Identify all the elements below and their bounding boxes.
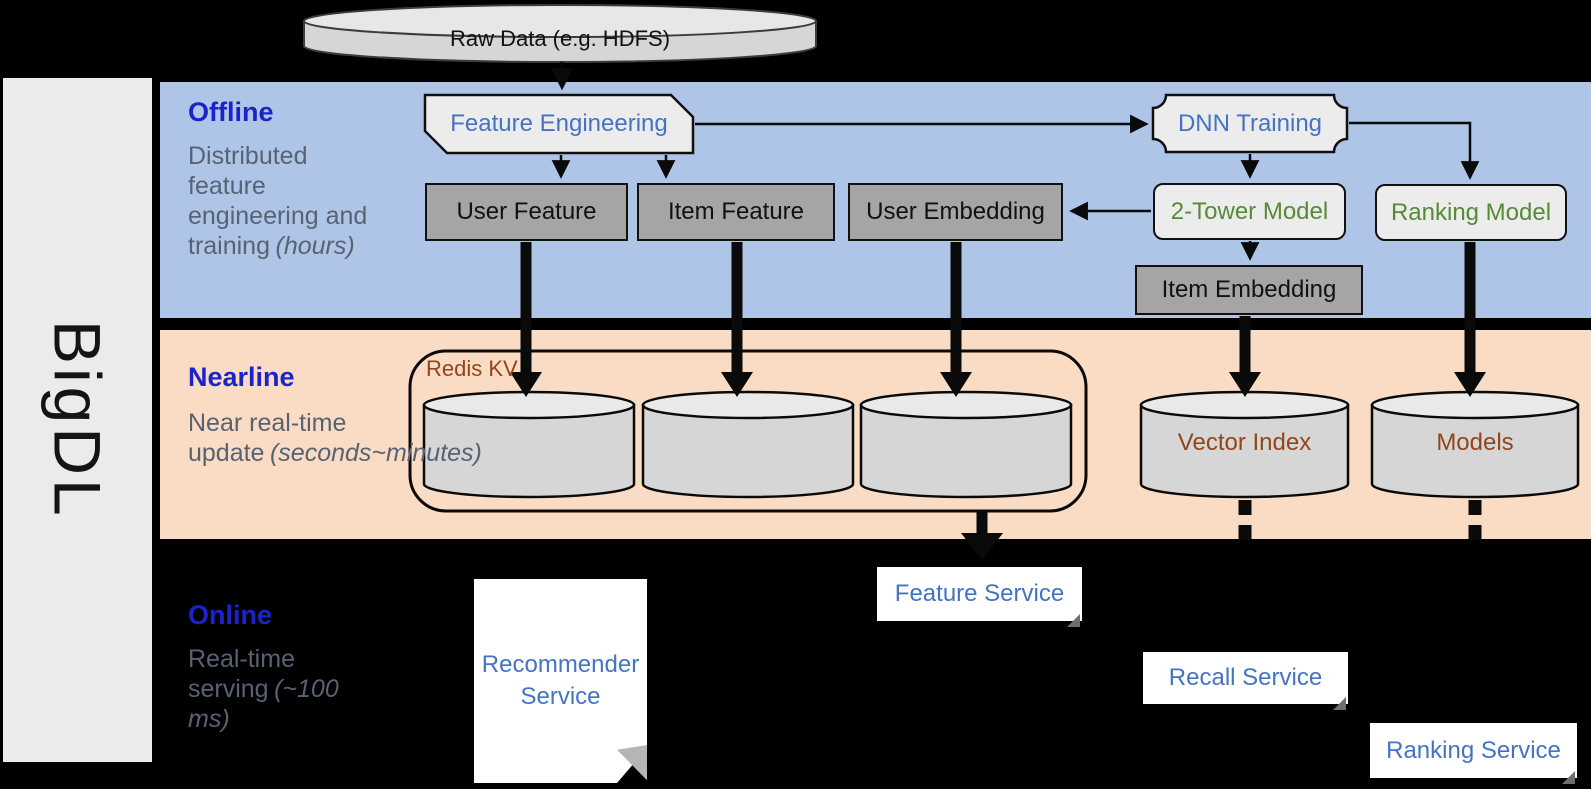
- redis-cylinder-3: [859, 390, 1073, 499]
- offline-section-title: Offline: [188, 97, 274, 127]
- two-tower-model-box: 2-Tower Model: [1153, 183, 1346, 240]
- redis-kv-label: Redis KV: [426, 356, 518, 381]
- recall-service-label: Recall Service: [1168, 664, 1323, 691]
- models-label: Models: [1436, 429, 1514, 456]
- raw-data-cylinder: [303, 4, 817, 63]
- ranking-model-box: Ranking Model: [1375, 184, 1567, 241]
- feature-engineering-label: Feature Engineering: [450, 110, 668, 137]
- arrow-redis-to-feature-service: [961, 511, 1003, 560]
- feature-engineering-shape: [423, 93, 695, 155]
- ranking-service-box: Ranking Service: [1370, 723, 1577, 784]
- recommender-service-label: Recommender Service: [481, 651, 640, 710]
- nearline-section-title: Nearline: [188, 362, 295, 392]
- dnn-training-label: DNN Training: [1177, 109, 1323, 137]
- nearline-section-description: Near real-time update(seconds~minutes): [188, 408, 482, 468]
- offline-section-description: Distributed feature engineering and trai…: [188, 141, 383, 261]
- nearline-desc-italic: (seconds~minutes): [269, 439, 482, 467]
- item-feature-box: Item Feature: [637, 183, 835, 241]
- redis-cylinder-1: [422, 390, 636, 499]
- arrow-ranking-model-to-models: [1454, 242, 1486, 397]
- arrow-user-feature-to-redis: [510, 242, 542, 397]
- feature-service-label: Feature Service: [894, 580, 1065, 607]
- raw-data-label: Raw Data (e.g. HDFS): [449, 26, 671, 51]
- online-section-title: Online: [188, 600, 273, 630]
- dnn-training-shape: [1151, 93, 1349, 154]
- offline-desc-text: Distributed feature engineering and trai…: [188, 142, 368, 260]
- nearline-desc-text: Near real-time update: [188, 409, 347, 467]
- recommender-service-document: Recommender Service: [474, 579, 647, 783]
- vector-index-cylinder: [1139, 390, 1350, 499]
- arrow-item-feature-to-redis: [721, 242, 753, 397]
- arrow-user-embedding-to-redis: [940, 242, 972, 397]
- item-embedding-box: Item Embedding: [1135, 265, 1363, 315]
- offline-desc-italic: (hours): [275, 232, 355, 260]
- user-feature-box: User Feature: [425, 183, 628, 241]
- ranking-service-label: Ranking Service: [1386, 736, 1561, 764]
- online-section-description: Real-time serving(~100 ms): [188, 644, 348, 734]
- bigdl-logo-text: BigDL: [40, 320, 115, 520]
- recall-service-box: Recall Service: [1143, 652, 1348, 710]
- online-desc-text: Real-time serving: [188, 645, 295, 703]
- feature-service-box: Feature Service: [877, 567, 1082, 627]
- bigdl-brand-strip: BigDL: [3, 78, 152, 762]
- user-embedding-box: User Embedding: [848, 183, 1063, 241]
- models-cylinder: [1370, 390, 1580, 499]
- redis-kv-container: [408, 349, 1088, 513]
- arrow-item-embedding-to-vector-index: [1229, 316, 1261, 397]
- online-desc-italic: (~100 ms): [188, 675, 339, 733]
- redis-cylinder-2: [641, 390, 855, 499]
- vector-index-label: Vector Index: [1177, 429, 1312, 456]
- arrow-dnn-training-to-ranking-model: [1349, 121, 1480, 180]
